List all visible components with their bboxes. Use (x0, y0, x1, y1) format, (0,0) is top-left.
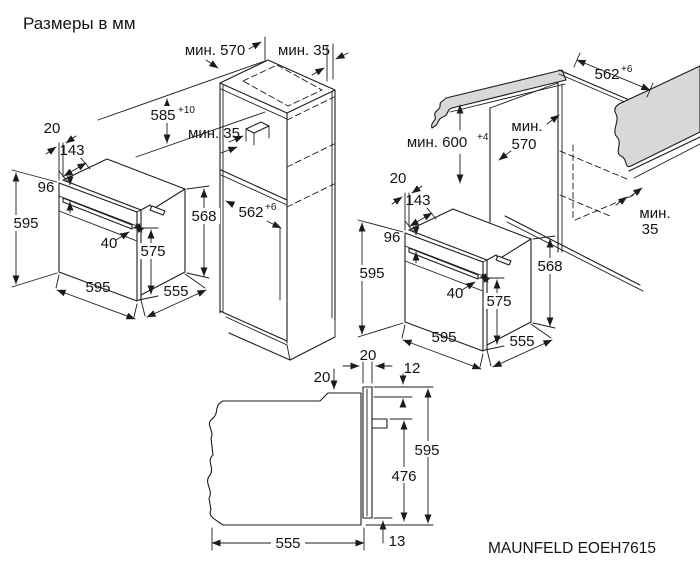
dim-tall-niche-width: 562 (238, 204, 263, 221)
dim-roven-control-depth: 143 (405, 192, 430, 209)
dim-loven-handle-depth: 40 (101, 235, 118, 252)
dim-sect-height: 595 (414, 442, 439, 459)
dim-sect-depth: 555 (275, 535, 300, 552)
dim-sect-door-thickness: 20 (360, 347, 377, 364)
dim-roven-panel-height: 96 (384, 229, 401, 246)
section-view-drawing (207, 361, 434, 551)
dim-roven-door-offset: 20 (390, 170, 407, 187)
dim-roven-width: 595 (431, 329, 456, 346)
dim-tall-rear-gap: мин. 35 (188, 125, 240, 142)
page-title: Размеры в мм (23, 14, 136, 33)
dim-base-depth-value: 570 (511, 136, 536, 153)
dim-tall-top-depth: мин. 570 (185, 42, 245, 59)
dim-tall-niche-height-tol: +10 (178, 105, 195, 116)
base-cabinet-drawing (431, 52, 700, 292)
dim-tall-niche-width-tol: +6 (265, 202, 277, 213)
dim-sect-door-top: 12 (404, 360, 421, 377)
dim-loven-control-depth: 143 (59, 142, 84, 159)
dim-tall-top-gap: мин. 35 (278, 42, 330, 59)
dim-base-min-height: мин. 600 (407, 134, 467, 151)
label-backgrounds (10, 106, 566, 550)
dim-base-niche-width: 562 (594, 66, 619, 83)
dim-roven-height: 595 (359, 265, 384, 282)
dim-roven-door-height: 575 (486, 293, 511, 310)
dim-base-rear-word: мин. (639, 205, 670, 222)
dim-loven-door-offset: 20 (44, 120, 61, 137)
dim-roven-handle-depth: 40 (447, 285, 464, 302)
dim-base-rear-value: 35 (642, 221, 659, 238)
model-label: MAUNFELD EOEH7615 (488, 540, 656, 557)
tall-cabinet-drawing (97, 36, 349, 361)
dim-roven-side-height: 568 (537, 258, 562, 275)
dim-loven-panel-height: 96 (38, 179, 55, 196)
dim-loven-door-height: 575 (140, 243, 165, 260)
dim-sect-top-clearance: 20 (314, 369, 331, 386)
dim-loven-side-height: 568 (191, 208, 216, 225)
dim-loven-depth: 555 (163, 283, 188, 300)
dim-sect-hinge-span: 476 (391, 468, 416, 485)
dim-base-depth-word: мин. (511, 118, 542, 135)
dim-tall-niche-height: 585 (150, 107, 175, 124)
dim-loven-width: 595 (85, 279, 110, 296)
dim-loven-height: 595 (13, 215, 38, 232)
dim-sect-bottom-gap: 13 (389, 533, 406, 550)
dim-base-min-height-tol: +4 (477, 132, 489, 143)
diagram-labels: Размеры в мм MAUNFELD EOEH7615 мин. 570 … (13, 14, 670, 557)
dim-roven-depth: 555 (509, 333, 534, 350)
dim-base-niche-width-tol: +6 (621, 64, 633, 75)
